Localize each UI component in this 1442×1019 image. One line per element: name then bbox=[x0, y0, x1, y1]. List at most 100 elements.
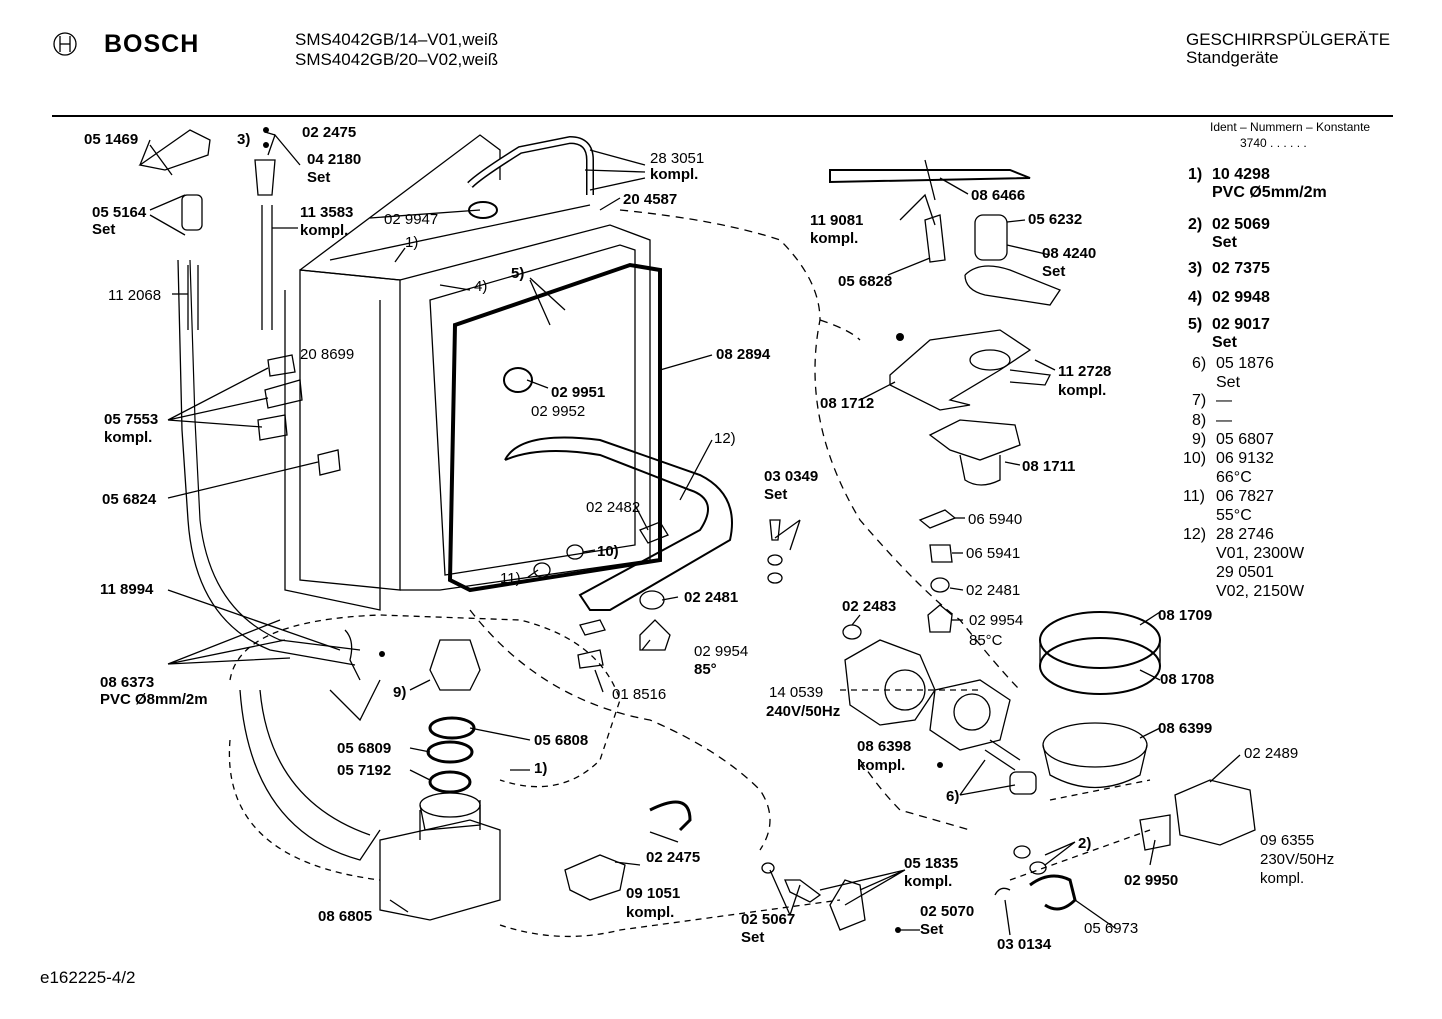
part-label: Set bbox=[741, 929, 765, 946]
part-label: 06 5940 bbox=[968, 511, 1023, 528]
part-label: 1) bbox=[534, 760, 548, 777]
ident-heading: Ident – Nummern – Konstante bbox=[1210, 120, 1371, 134]
model-line-1: SMS4042GB/14–V01,weiß bbox=[295, 30, 499, 49]
part-label: 03 0134 bbox=[997, 936, 1052, 953]
model-line-2: SMS4042GB/20–V02,weiß bbox=[295, 50, 499, 69]
part-label: 05 7553 bbox=[104, 411, 159, 428]
legend-desc: Set bbox=[1216, 374, 1241, 391]
legend-num: 5) bbox=[1188, 316, 1203, 333]
part-label: 14 0539 bbox=[769, 684, 824, 701]
part-label: 230V/50Hz bbox=[1260, 851, 1335, 868]
part-label: 02 9950 bbox=[1124, 872, 1179, 889]
part-label: 05 6232 bbox=[1028, 211, 1083, 228]
part-label: 01 8516 bbox=[612, 686, 667, 703]
category-line-1: GESCHIRRSPÜLGERÄTE bbox=[1186, 30, 1391, 49]
legend-desc: Set bbox=[1212, 234, 1237, 251]
part-label: 05 6809 bbox=[337, 740, 392, 757]
part-label: 02 2475 bbox=[646, 849, 701, 866]
part-label: 02 2483 bbox=[842, 598, 897, 615]
part-label: 02 2475 bbox=[302, 124, 357, 141]
part-label: 09 6355 bbox=[1260, 832, 1315, 849]
part-label: 6) bbox=[946, 788, 960, 805]
part-label: 5) bbox=[511, 265, 525, 282]
part-label: 02 2481 bbox=[684, 589, 739, 606]
legend-code: 10 4298 bbox=[1212, 166, 1270, 183]
part-label: 08 6466 bbox=[971, 187, 1026, 204]
part-label: Set bbox=[920, 921, 944, 938]
part-label: 08 6373 bbox=[100, 674, 155, 691]
part-label: kompl. bbox=[626, 904, 675, 921]
part-label: 08 1711 bbox=[1022, 458, 1076, 475]
legend-code: 02 9948 bbox=[1212, 289, 1270, 306]
part-label: 02 2481 bbox=[966, 582, 1021, 599]
part-label: 04 2180 bbox=[307, 151, 362, 168]
part-label: 08 1708 bbox=[1160, 671, 1215, 688]
legend-num: 6) bbox=[1192, 355, 1207, 372]
part-label: 05 6808 bbox=[534, 732, 589, 749]
part-label: 08 1712 bbox=[820, 395, 875, 412]
part-label: 02 9954 bbox=[694, 643, 749, 660]
part-label: 20 4587 bbox=[623, 191, 678, 208]
part-label: 28 3051 bbox=[650, 150, 705, 167]
part-label: Set bbox=[1042, 263, 1066, 280]
part-label: kompl. bbox=[300, 222, 349, 239]
legend-num: 7) bbox=[1192, 392, 1207, 409]
part-label: 1) bbox=[405, 234, 419, 251]
part-label: 11 2728 bbox=[1058, 363, 1112, 380]
legend-desc: 55°C bbox=[1216, 507, 1252, 524]
part-label: 02 2482 bbox=[586, 499, 641, 516]
legend-num: 10) bbox=[1183, 450, 1207, 467]
part-label: 02 5070 bbox=[920, 903, 975, 920]
part-label: 12) bbox=[714, 430, 736, 447]
part-label: Set bbox=[764, 486, 788, 503]
part-label: 02 9951 bbox=[551, 384, 606, 401]
part-label: 2) bbox=[1078, 835, 1092, 852]
part-label: 4) bbox=[474, 278, 488, 295]
part-label: 3) bbox=[237, 131, 251, 148]
bosch-logo-text: BOSCH bbox=[104, 30, 200, 58]
part-label: 08 6398 bbox=[857, 738, 912, 755]
part-label: 05 6973 bbox=[1084, 920, 1139, 937]
legend-desc: V01, 2300W bbox=[1216, 545, 1305, 562]
document-id: e162225-4/2 bbox=[40, 968, 136, 987]
part-label: 08 1709 bbox=[1158, 607, 1213, 624]
legend-code: — bbox=[1216, 412, 1232, 429]
legend-code: 02 9017 bbox=[1212, 316, 1270, 333]
legend-code: 02 7375 bbox=[1212, 260, 1270, 277]
part-label: 02 9954 bbox=[969, 612, 1024, 629]
part-label: 05 6828 bbox=[838, 273, 893, 290]
legend-code: 28 2746 bbox=[1216, 526, 1274, 543]
part-label: 09 1051 bbox=[626, 885, 681, 902]
part-label: 02 5067 bbox=[741, 911, 796, 928]
legend-num: 1) bbox=[1188, 166, 1203, 183]
part-label: 11 2068 bbox=[108, 287, 162, 304]
part-label: 05 1469 bbox=[84, 131, 139, 148]
legend-code: — bbox=[1216, 392, 1232, 409]
part-label: kompl. bbox=[104, 429, 153, 446]
part-label: 08 6805 bbox=[318, 908, 373, 925]
part-label: 11 3583 bbox=[300, 204, 354, 221]
part-label: 11 9081 bbox=[810, 212, 864, 229]
legend-desc: 66°C bbox=[1216, 469, 1252, 486]
part-label: 11 8994 bbox=[100, 581, 154, 598]
legend-code: 06 7827 bbox=[1216, 488, 1274, 505]
legend-code: 06 9132 bbox=[1216, 450, 1274, 467]
part-label: kompl. bbox=[857, 757, 906, 774]
part-label: 02 9947 bbox=[384, 211, 439, 228]
part-label: 9) bbox=[393, 684, 407, 701]
part-label: 05 1835 bbox=[904, 855, 959, 872]
legend-num: 4) bbox=[1188, 289, 1203, 306]
legend-num: 9) bbox=[1192, 431, 1207, 448]
legend-desc: PVC Ø5mm/2m bbox=[1212, 184, 1327, 201]
part-label: 08 4240 bbox=[1042, 245, 1097, 262]
part-label: 05 5164 bbox=[92, 204, 147, 221]
part-label: 20 8699 bbox=[300, 346, 355, 363]
part-label: kompl. bbox=[1058, 382, 1107, 399]
part-label: 05 6824 bbox=[102, 491, 157, 508]
legend-code: 29 0501 bbox=[1216, 564, 1274, 581]
legend-code: 05 1876 bbox=[1216, 355, 1274, 372]
legend-code: 02 5069 bbox=[1212, 216, 1270, 233]
legend-num: 2) bbox=[1188, 216, 1203, 233]
legend-desc: V02, 2150W bbox=[1216, 583, 1305, 600]
